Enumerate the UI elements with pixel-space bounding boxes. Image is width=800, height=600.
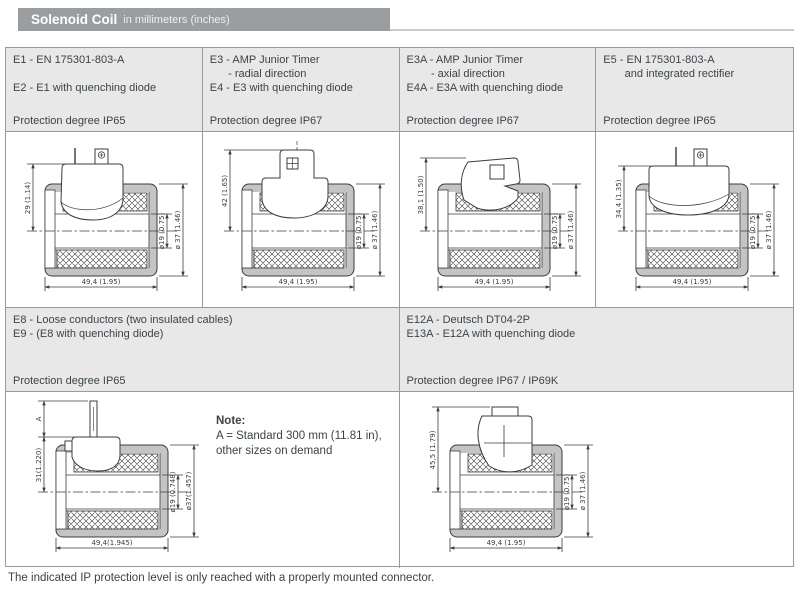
e1-height-dimension — [26, 163, 65, 231]
dim-label-height: 29 (1.14) — [24, 181, 32, 213]
e5-rectifier-connector — [648, 146, 730, 216]
cell-e3-drawing-area: 42 (1.65) 49,4 (1.95) ø19 (0.75) ø 37 (1… — [203, 132, 399, 307]
protection-degree: Protection degree IP65 — [603, 115, 716, 127]
dim-label-bore: ø19 (0.75) — [158, 212, 166, 249]
variant-line: and integrated rectifier — [603, 68, 735, 80]
variant-line: E8 - Loose conductors (two insulated cab… — [13, 314, 233, 326]
note-title: Note: — [216, 415, 246, 427]
cell-e12a-header: E12A - Deutsch DT04-2P E13A - E12A with … — [399, 308, 793, 392]
dim-label-bore: ø19 (0.75) — [355, 212, 363, 249]
e3-height-dimension — [223, 149, 282, 231]
dim-label-height: 38,1 (1.50) — [417, 175, 425, 214]
variant-line: E4 - E3 with quenching diode — [209, 82, 353, 94]
e3a-amp-axial-connector — [461, 156, 521, 211]
cell-e8-header: E8 - Loose conductors (two insulated cab… — [6, 308, 399, 392]
protection-degree: Protection degree IP67 — [209, 115, 323, 127]
header-bar: Solenoid Coil in millimeters (inches) — [18, 8, 390, 31]
cell-e3: E3 - AMP Junior Timer - radial direction… — [202, 48, 400, 308]
variant-table: E1 - EN 175301-803-A E2 - E1 with quench… — [5, 47, 794, 568]
dim-label-width: 49,4 (1.95) — [672, 278, 711, 286]
dim-label-width: 49,4 (1.95) — [81, 278, 120, 286]
dim-label-bore: ø19 (0.75) — [563, 474, 571, 511]
protection-degree: Protection degree IP65 — [13, 115, 126, 127]
dim-label-height: 31(1.220) — [35, 448, 43, 483]
protection-degree: Protection degree IP65 — [13, 375, 126, 387]
cell-e12a: E12A - Deutsch DT04-2P E13A - E12A with … — [399, 308, 794, 568]
dim-label-cable: A — [35, 416, 43, 421]
cell-e8: E8 - Loose conductors (two insulated cab… — [6, 308, 400, 568]
e5-technical-drawing: 34,4 (1.35) 49,4 (1.95) ø19 (0.75) ø 37 … — [615, 146, 790, 306]
cell-e3a-header: E3A - AMP Junior Timer - axial direction… — [399, 48, 596, 132]
protection-degree: Protection degree IP67 / IP69K — [406, 375, 559, 387]
cable-length-note: Note: A = Standard 300 mm (11.81 in), ot… — [216, 414, 382, 459]
variant-line: - axial direction — [406, 68, 505, 80]
page-subtitle: in millimeters (inches) — [123, 13, 230, 26]
e8-cable-connector — [64, 400, 121, 472]
page-title: Solenoid Coil — [31, 12, 118, 27]
e3-amp-radial-connector — [261, 140, 329, 219]
cell-e1-header: E1 - EN 175301-803-A E2 - E1 with quench… — [6, 48, 202, 132]
dim-label-width: 49,4 (1.95) — [278, 278, 317, 286]
variant-line: E12A - Deutsch DT04-2P — [406, 314, 531, 326]
dim-label-outer: ø 37 (1.46) — [579, 471, 587, 510]
cell-e1: E1 - EN 175301-803-A E2 - E1 with quench… — [6, 48, 203, 308]
dim-label-width: 49,4 (1.95) — [486, 539, 525, 547]
e3a-technical-drawing: 38,1 (1.50) 49,4 (1.95) ø19 (0.75) ø 37 … — [417, 156, 592, 306]
variant-line: E13A - E12A with quenching diode — [406, 328, 576, 340]
variant-line: E3 - AMP Junior Timer — [209, 54, 320, 66]
variant-line — [603, 81, 786, 95]
e1-technical-drawing: 29 (1.14) 49,4 (1.95) ø19 (0.75) ø 37 (1… — [24, 147, 199, 306]
protection-degree: Protection degree IP67 — [406, 115, 520, 127]
variant-line: E5 - EN 175301-803-A — [603, 54, 715, 66]
dim-label-bore: ø19 (0.75) — [749, 212, 757, 249]
dim-label-width: 49,4 (1.95) — [475, 278, 514, 286]
header-rule — [390, 29, 794, 31]
variant-line: E9 - (E8 with quenching diode) — [13, 328, 164, 340]
variant-line: E2 - E1 with quenching diode — [13, 82, 157, 94]
dim-label-outer: ø 37 (1.46) — [371, 210, 379, 249]
e12a-height-dimension — [431, 406, 490, 493]
cell-e5-drawing-area: 34,4 (1.35) 49,4 (1.95) ø19 (0.75) ø 37 … — [596, 132, 793, 307]
dim-label-height: 45,5 (1.79) — [429, 430, 437, 469]
footer-note: The indicated IP protection level is onl… — [8, 572, 435, 584]
e3-technical-drawing: 42 (1.65) 49,4 (1.95) ø19 (0.75) ø 37 (1… — [221, 140, 396, 306]
e12a-technical-drawing: 45,5 (1.79) 49,4 (1.95) ø19 (0.75) ø 37 … — [429, 406, 604, 567]
dim-label-outer: ø 37 (1.46) — [567, 210, 575, 249]
cell-e12a-drawing-area: 45,5 (1.79) 49,4 (1.95) ø19 (0.75) ø 37 … — [400, 392, 794, 568]
cell-e3a-drawing-area: 38,1 (1.50) 49,4 (1.95) ø19 (0.75) ø 37 … — [400, 132, 596, 307]
e8-technical-drawing: A 31(1.220) 49,4(1.945) ø19 (0.748) ø37(… — [35, 400, 210, 567]
dim-label-outer: ø37(1.457) — [185, 471, 193, 510]
e12a-deutsch-connector — [476, 406, 532, 473]
dim-label-width: 49,4(1.945) — [91, 539, 132, 547]
dim-label-bore: ø19 (0.748) — [169, 471, 177, 512]
note-line: other sizes on demand — [216, 445, 333, 457]
dim-label-outer: ø 37 (1.46) — [765, 210, 773, 249]
cell-e5: E5 - EN 175301-803-A and integrated rect… — [596, 48, 793, 308]
dim-label-height: 42 (1.65) — [221, 174, 229, 206]
variant-line — [13, 67, 195, 81]
dim-label-height: 34,4 (1.35) — [615, 179, 623, 218]
cell-e3a: E3A - AMP Junior Timer - axial direction… — [399, 48, 597, 308]
cell-e5-header: E5 - EN 175301-803-A and integrated rect… — [596, 48, 793, 132]
e3a-height-dimension — [420, 157, 467, 231]
e1-din-connector — [60, 147, 124, 221]
cell-e3-header: E3 - AMP Junior Timer - radial direction… — [202, 48, 399, 132]
variant-line: E1 - EN 175301-803-A — [13, 54, 125, 66]
cell-e8-drawing-area: A 31(1.220) 49,4(1.945) ø19 (0.748) ø37(… — [6, 392, 399, 568]
note-line: A = Standard 300 mm (11.81 in), — [216, 430, 382, 442]
e5-height-dimension — [617, 165, 651, 231]
variant-line: E3A - AMP Junior Timer — [406, 54, 524, 66]
dim-label-bore: ø19 (0.75) — [551, 212, 559, 249]
cell-e1-drawing-area: 29 (1.14) 49,4 (1.95) ø19 (0.75) ø 37 (1… — [6, 132, 202, 307]
variant-line: E4A - E3A with quenching diode — [406, 82, 564, 94]
e8-dimensions — [38, 400, 88, 493]
dim-label-outer: ø 37 (1.46) — [174, 210, 182, 249]
variant-line: - radial direction — [209, 68, 307, 80]
